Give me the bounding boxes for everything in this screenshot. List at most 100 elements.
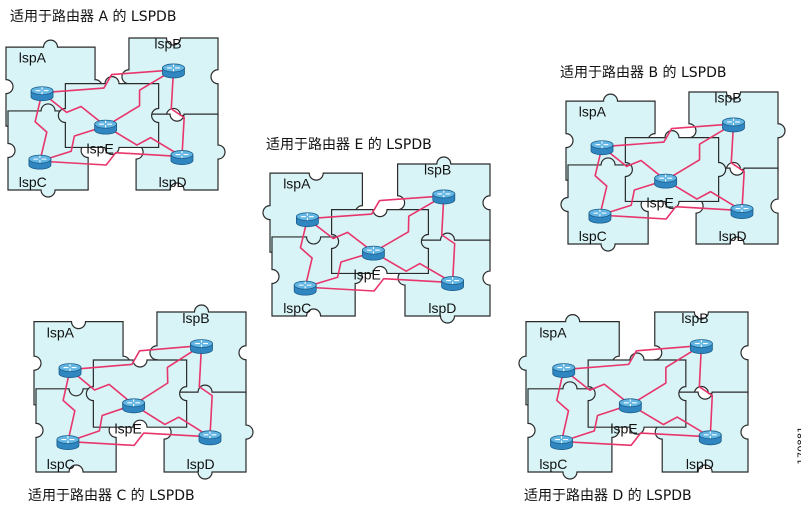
router-icon [30, 86, 54, 102]
link-a-c [299, 218, 313, 288]
link-c-e [304, 251, 374, 288]
link-a-b [601, 123, 734, 148]
router-icon [122, 398, 146, 414]
router-label-e: lspE [115, 421, 142, 437]
puzzle-tile [624, 130, 727, 210]
router-label-b: lspB [681, 310, 708, 326]
router-icon [198, 430, 222, 446]
lspdb-panel-b: lspA lspB lspC lspD lspE [560, 90, 786, 252]
router-label-d: lspD [428, 300, 456, 316]
link-b-d [198, 345, 213, 437]
link-a-e [563, 368, 631, 406]
router-icon [730, 204, 754, 219]
link-c-e [39, 125, 106, 162]
link-b-d [730, 123, 745, 211]
lspdb-panel-c: lspA lspB lspC lspD lspE [33, 304, 254, 480]
router-label-b: lspB [714, 90, 741, 106]
router-icon [552, 363, 576, 378]
puzzle-tile [57, 76, 160, 156]
router-icon [618, 398, 642, 414]
router-label-c: lspC [19, 174, 47, 190]
router-icon [432, 189, 456, 205]
link-e-d [665, 179, 743, 212]
router-label-c: lspC [539, 456, 567, 472]
puzzle-tile [85, 359, 188, 428]
router-icon [698, 430, 722, 446]
router-icon [590, 140, 614, 156]
link-c-d [599, 205, 743, 220]
router-icon [190, 339, 213, 354]
router-icon [162, 63, 185, 79]
router-label-d: lspD [187, 456, 215, 472]
router-icon [722, 117, 745, 133]
link-a-c [34, 92, 48, 162]
link-a-c [555, 369, 570, 442]
router-label-e: lspE [647, 195, 674, 211]
link-a-e [69, 368, 135, 406]
link-a-c [594, 146, 608, 216]
link-b-d [698, 345, 714, 437]
link-b-d [440, 195, 456, 283]
router-icon [550, 435, 573, 450]
link-b-e [133, 344, 202, 406]
router-label-c: lspC [47, 456, 75, 472]
link-a-e [601, 146, 667, 181]
router-icon [654, 173, 678, 189]
router-icon [361, 245, 385, 261]
router-icon [58, 363, 82, 378]
panel-title-router-d: 适用于路由器 D 的 LSPDB [524, 488, 692, 504]
link-a-b [307, 195, 444, 220]
link-c-d [39, 151, 183, 166]
link-a-e [41, 92, 107, 127]
router-label-d: lspD [159, 174, 187, 190]
link-c-e [561, 404, 631, 443]
router-label-e: lspE [87, 141, 114, 157]
link-e-d [372, 251, 454, 284]
link-b-e [105, 69, 174, 127]
link-c-d [67, 432, 211, 447]
router-label-c: lspC [579, 228, 607, 244]
router-icon [295, 212, 319, 228]
link-c-d [305, 277, 453, 292]
link-c-e [599, 179, 666, 216]
panel-title-router-e: 适用于路由器 E 的 LSPDB [266, 137, 432, 153]
link-b-e [665, 123, 734, 181]
router-icon [689, 339, 713, 354]
lspdb-panel-a: lspA lspB lspC lspD lspE [5, 36, 226, 198]
link-b-e [372, 195, 445, 253]
router-label-e: lspE [354, 267, 381, 283]
link-a-b [69, 344, 202, 371]
puzzle-tile [331, 209, 429, 275]
router-label-b: lspB [154, 36, 181, 52]
router-label-a: lspA [19, 49, 47, 65]
router-icon [56, 435, 80, 450]
router-label-a: lspA [47, 325, 75, 341]
panel-title-router-c: 适用于路由器 C 的 LSPDB [28, 488, 195, 504]
link-a-c [62, 369, 76, 442]
router-icon [293, 280, 317, 296]
router-label-a: lspA [539, 325, 567, 341]
router-label-b: lspB [182, 310, 209, 326]
link-c-d [561, 432, 711, 447]
router-label-c: lspC [283, 300, 311, 316]
link-b-e [629, 344, 702, 406]
router-icon [28, 154, 52, 170]
figure-id: 170881 [796, 426, 801, 465]
router-icon [94, 119, 118, 135]
link-a-b [563, 344, 702, 371]
puzzle-tile [587, 352, 687, 435]
link-e-d [133, 404, 211, 438]
link-e-d [105, 125, 183, 158]
router-icon [170, 150, 194, 165]
router-icon [588, 208, 612, 224]
link-e-d [629, 404, 711, 438]
link-c-e [67, 404, 134, 443]
router-label-a: lspA [579, 103, 607, 119]
link-b-d [170, 69, 185, 157]
router-label-d: lspD [719, 228, 747, 244]
router-icon [441, 276, 465, 291]
